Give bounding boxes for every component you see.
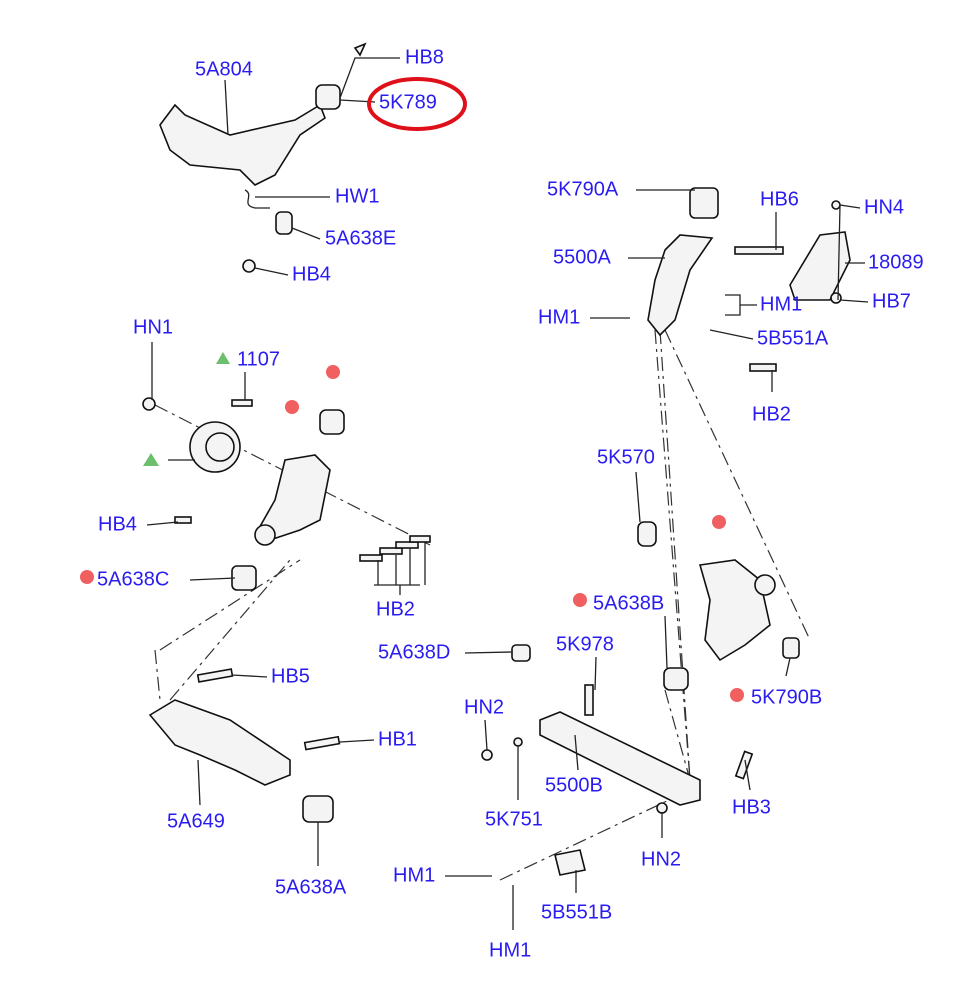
label-hm1-left[interactable]: HM1 <box>538 306 580 328</box>
label-hb2-mid[interactable]: HB2 <box>376 598 415 620</box>
bracket-5b551b <box>554 849 586 876</box>
bracket-18089 <box>789 231 851 301</box>
label-5k790a[interactable]: 5K790A <box>547 178 619 200</box>
label-hn2-bottom[interactable]: HN2 <box>641 848 681 870</box>
label-hb2-right[interactable]: HB2 <box>752 403 791 425</box>
bushing-5a638e <box>275 211 293 235</box>
label-1107[interactable]: 1107 <box>237 348 280 370</box>
leader-lines <box>146 57 869 930</box>
markers <box>80 77 744 702</box>
label-hn1[interactable]: HN1 <box>133 316 173 338</box>
label-5a638c[interactable]: 5A638C <box>97 568 169 590</box>
upper-arm-5500a <box>647 187 851 372</box>
lower-arm-5a804 <box>159 42 367 273</box>
label-hb4-top[interactable]: HB4 <box>292 263 331 285</box>
crossmember-5500b <box>481 684 754 876</box>
label-5a638d[interactable]: 5A638D <box>378 641 450 663</box>
knuckle-left <box>142 397 431 591</box>
label-hm1-right[interactable]: HM1 <box>760 293 802 315</box>
label-hb8[interactable]: HB8 <box>405 46 444 68</box>
label-hw1[interactable]: HW1 <box>335 185 379 207</box>
label-5k978[interactable]: 5K978 <box>556 633 614 655</box>
red-dot-icon <box>80 570 94 584</box>
label-5k790b[interactable]: 5K790B <box>751 686 822 708</box>
label-5k751[interactable]: 5K751 <box>485 808 543 830</box>
red-dot-icon <box>285 400 299 414</box>
label-hb3[interactable]: HB3 <box>732 796 771 818</box>
red-dot-icon <box>326 365 340 379</box>
lower-arm-5a649 <box>148 668 341 823</box>
highlight-ellipse <box>367 77 467 131</box>
label-hm1-bottom-left[interactable]: HM1 <box>393 864 435 886</box>
green-triangle-icon <box>143 453 159 466</box>
label-hb4-mid[interactable]: HB4 <box>98 513 137 535</box>
part-labels: HB8 5A804 5K789 HW1 5A638E HB4 5K790A HB… <box>97 46 924 961</box>
red-dot-icon <box>573 593 587 607</box>
label-5500a[interactable]: 5500A <box>553 246 611 268</box>
label-hm1-bottom[interactable]: HM1 <box>489 939 531 961</box>
label-hb7[interactable]: HB7 <box>872 290 911 312</box>
red-dot-icon <box>730 688 744 702</box>
label-5500b[interactable]: 5500B <box>545 774 603 796</box>
label-5b551b[interactable]: 5B551B <box>541 901 612 923</box>
red-dot-icon <box>712 515 726 529</box>
bushing-5k789 <box>315 84 341 110</box>
label-hn2-left[interactable]: HN2 <box>464 696 504 718</box>
label-5a638a[interactable]: 5A638A <box>275 876 347 898</box>
label-5k789[interactable]: 5K789 <box>379 91 437 113</box>
label-hb1[interactable]: HB1 <box>378 728 417 750</box>
label-hb6[interactable]: HB6 <box>760 188 799 210</box>
label-5k570[interactable]: 5K570 <box>597 446 655 468</box>
label-5a638e[interactable]: 5A638E <box>325 227 396 249</box>
label-18089[interactable]: 18089 <box>868 251 924 273</box>
label-hn4[interactable]: HN4 <box>864 196 904 218</box>
label-5b551a[interactable]: 5B551A <box>757 327 829 349</box>
green-triangle-icon <box>216 352 230 364</box>
label-hb5[interactable]: HB5 <box>271 665 310 687</box>
label-5a804[interactable]: 5A804 <box>195 58 253 80</box>
label-5a638b[interactable]: 5A638B <box>593 592 664 614</box>
label-5a649[interactable]: 5A649 <box>167 810 225 832</box>
knuckle-right <box>511 521 800 691</box>
